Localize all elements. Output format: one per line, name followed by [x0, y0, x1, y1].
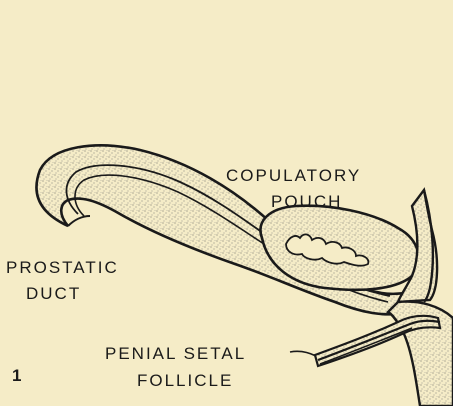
penial-leader-line	[290, 351, 316, 356]
penial-seta-line-2	[320, 328, 412, 364]
copulatory-pouch-label-line1: COPULATORY	[226, 167, 361, 184]
prostatic-duct-label-line2: DUCT	[26, 285, 81, 302]
prostatic-duct-label-line1: PROSTATIC	[6, 259, 119, 276]
figure-number: 1	[12, 367, 21, 384]
penial-setal-follicle-label-line2: FOLLICLE	[137, 372, 233, 389]
copulatory-pouch-label-line2: POUCH	[271, 193, 342, 210]
penial-setal-follicle-label-line1: PENIAL SETAL	[105, 345, 246, 362]
prostatic-duct-tip	[68, 216, 90, 226]
